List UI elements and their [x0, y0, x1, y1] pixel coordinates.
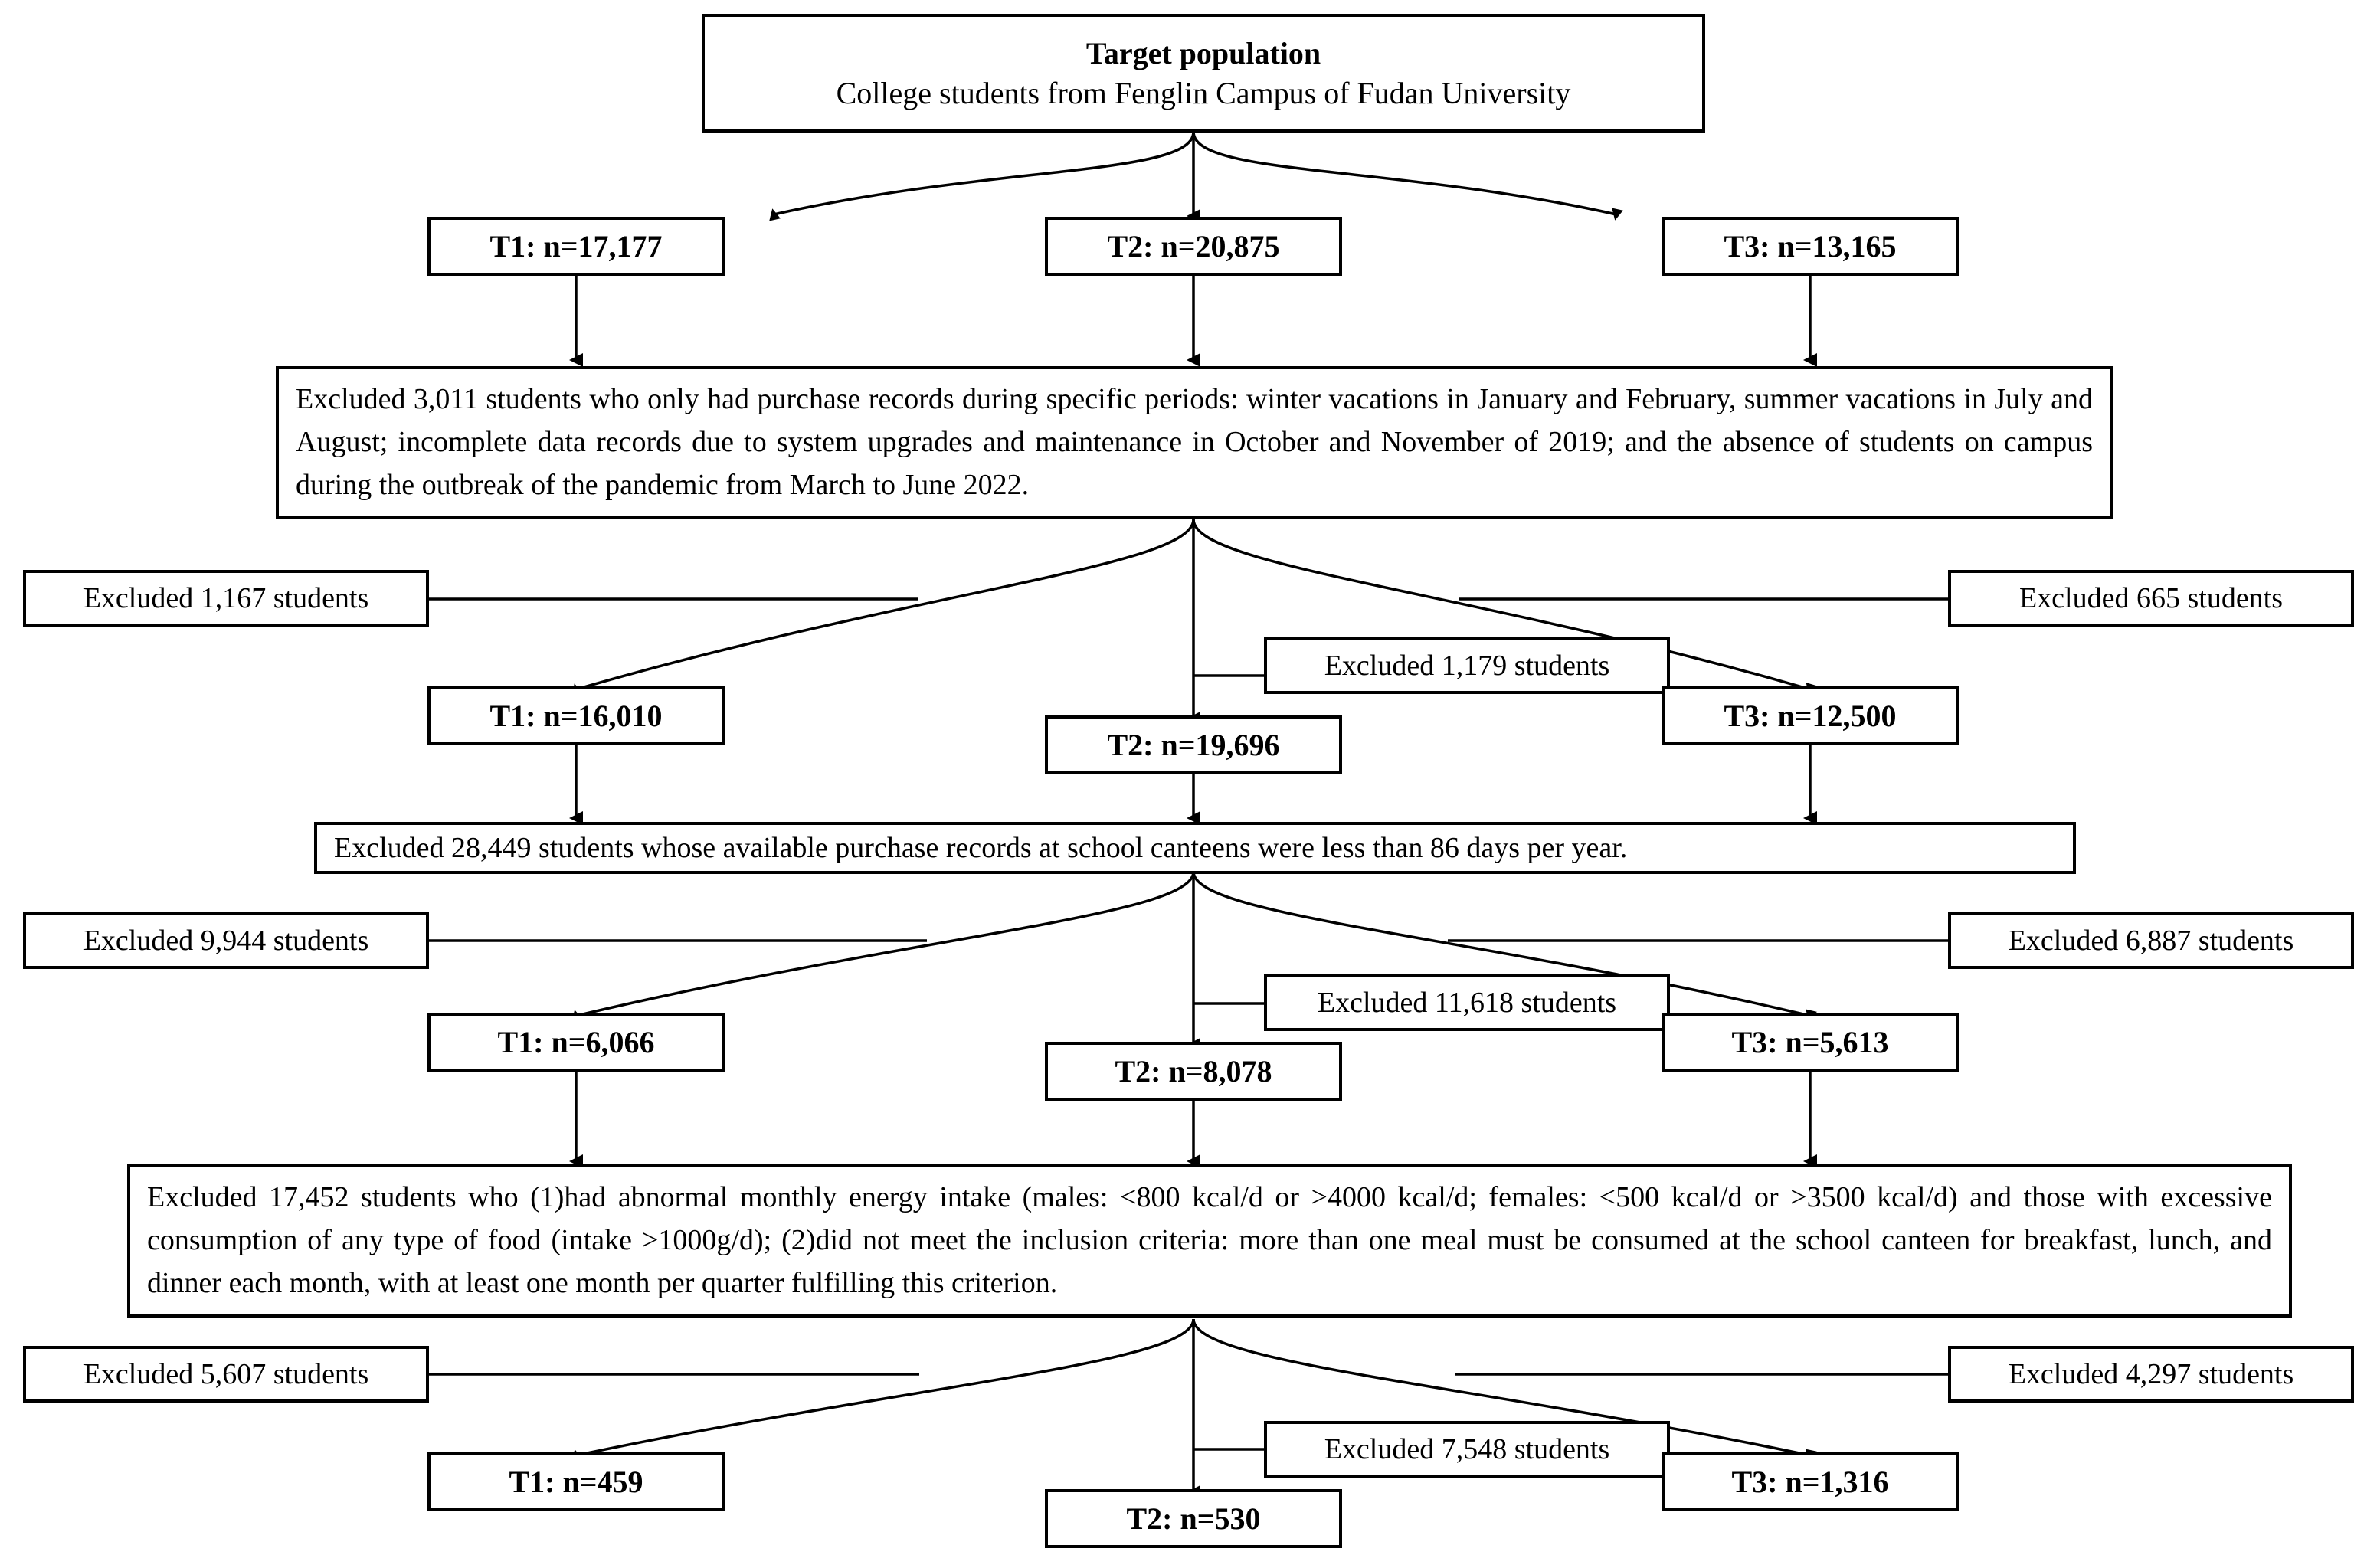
cohort-box-t2-tier3: T2: n=8,078 [1045, 1042, 1342, 1101]
exclusion-label-text: Excluded 5,607 students [83, 1358, 369, 1390]
exclusion-label-text: Excluded 7,548 students [1324, 1433, 1610, 1465]
cohort-box-t2-tier2: T2: n=19,696 [1045, 715, 1342, 774]
exclusion-label-right-tier4: Excluded 4,297 students [1948, 1346, 2354, 1403]
exclusion-label-text: Excluded 11,618 students [1317, 987, 1617, 1019]
cohort-label: T2: n=20,875 [1107, 229, 1280, 264]
cohort-label: T3: n=5,613 [1731, 1025, 1889, 1059]
exclusion-label-text: Excluded 1,167 students [83, 582, 369, 614]
cohort-box-t3-tier2: T3: n=12,500 [1662, 686, 1959, 745]
cohort-box-t1-tier1: T1: n=17,177 [427, 217, 725, 276]
exclusion-label-text: Excluded 9,944 students [83, 925, 369, 957]
exclusion-label-left-tier4: Excluded 5,607 students [23, 1346, 429, 1403]
exclusion-label-middle-tier4: Excluded 7,548 students [1264, 1421, 1670, 1478]
cohort-label: T1: n=6,066 [497, 1025, 655, 1059]
cohort-label: T1: n=16,010 [489, 699, 663, 733]
cohort-label: T3: n=13,165 [1724, 229, 1897, 264]
cohort-label: T1: n=17,177 [489, 229, 663, 264]
cohort-box-t2-tier4: T2: n=530 [1045, 1489, 1342, 1548]
exclusion-label-right-tier3: Excluded 6,887 students [1948, 912, 2354, 969]
cohort-label: T3: n=12,500 [1724, 699, 1897, 733]
cohort-label: T2: n=530 [1126, 1501, 1261, 1536]
target-population-box: Target population College students from … [702, 14, 1705, 133]
exclusion-criteria-box-step2: Excluded 28,449 students whose available… [314, 822, 2076, 874]
cohort-box-t1-tier4: T1: n=459 [427, 1452, 725, 1511]
exclusion-label-text: Excluded 1,179 students [1324, 650, 1610, 682]
exclusion-label-right-tier2: Excluded 665 students [1948, 570, 2354, 627]
exclusion-criteria-text: Excluded 3,011 students who only had pur… [296, 383, 2093, 501]
exclusion-label-text: Excluded 4,297 students [2008, 1358, 2294, 1390]
cohort-label: T3: n=1,316 [1731, 1465, 1889, 1499]
cohort-box-t2-tier1: T2: n=20,875 [1045, 217, 1342, 276]
exclusion-label-middle-tier3: Excluded 11,618 students [1264, 974, 1670, 1031]
exclusion-label-text: Excluded 665 students [2018, 582, 2284, 614]
cohort-box-t3-tier3: T3: n=5,613 [1662, 1013, 1959, 1072]
cohort-label: T2: n=8,078 [1115, 1054, 1272, 1088]
exclusion-label-left-tier2: Excluded 1,167 students [23, 570, 429, 627]
exclusion-criteria-box-step1: Excluded 3,011 students who only had pur… [276, 366, 2113, 519]
cohort-box-t1-tier2: T1: n=16,010 [427, 686, 725, 745]
cohort-box-t3-tier1: T3: n=13,165 [1662, 217, 1959, 276]
target-population-heading: Target population [1085, 35, 1321, 70]
exclusion-label-middle-tier2: Excluded 1,179 students [1264, 637, 1670, 694]
cohort-label: T2: n=19,696 [1107, 728, 1280, 762]
cohort-label: T1: n=459 [509, 1465, 643, 1499]
cohort-box-t1-tier3: T1: n=6,066 [427, 1013, 725, 1072]
exclusion-label-left-tier3: Excluded 9,944 students [23, 912, 429, 969]
exclusion-criteria-box-step3: Excluded 17,452 students who (1)had abno… [127, 1164, 2292, 1318]
cohort-box-t3-tier4: T3: n=1,316 [1662, 1452, 1959, 1511]
exclusion-label-text: Excluded 6,887 students [2008, 925, 2294, 957]
target-population-subtitle: College students from Fenglin Campus of … [836, 75, 1571, 110]
exclusion-criteria-text: Excluded 17,452 students who (1)had abno… [147, 1181, 2272, 1299]
exclusion-criteria-text: Excluded 28,449 students whose available… [334, 832, 1628, 864]
